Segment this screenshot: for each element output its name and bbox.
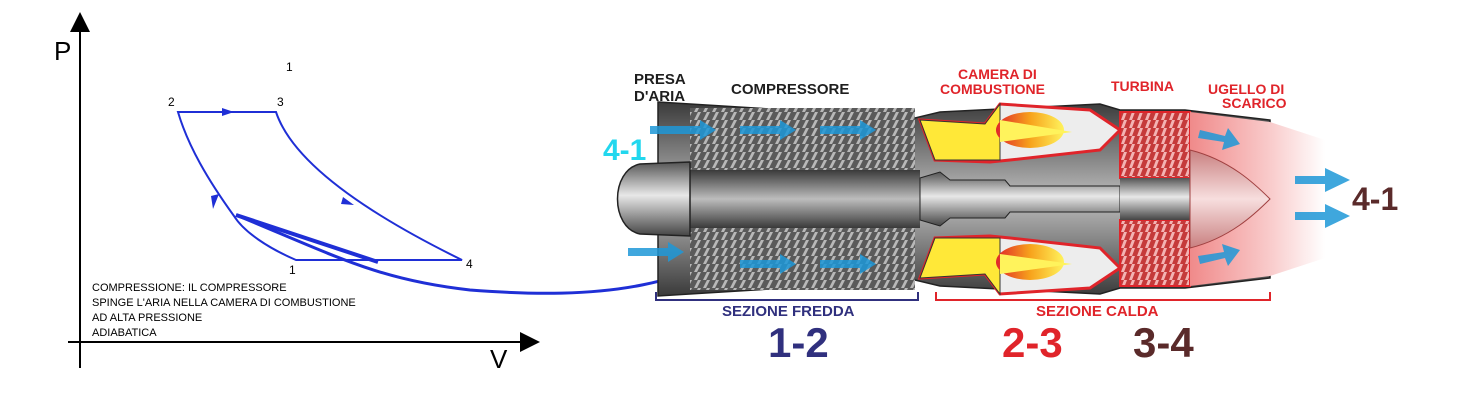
process-caption: COMPRESSIONE: IL COMPRESSORE SPINGE L'AR…	[92, 282, 356, 339]
point-label-1-top: 1	[286, 60, 293, 74]
point-label-1: 1	[289, 263, 296, 277]
point-label-3: 3	[277, 95, 284, 109]
phase-exhaust-label: 4-1	[1352, 181, 1398, 217]
brayton-cycle-loop	[176, 111, 463, 261]
caption-line-2: SPINGE L'ARIA NELLA CAMERA DI COMBUSTION…	[92, 297, 356, 309]
exhaust-cone	[1189, 149, 1271, 249]
cold-section-bracket	[655, 292, 919, 301]
combustion-chamber-bottom	[917, 234, 1123, 296]
phase-intake-label: 4-1	[603, 134, 646, 167]
v-axis-label: V	[490, 344, 508, 374]
caption-line-4: ADIABATICA	[92, 327, 157, 339]
caption-line-3: AD ALTA PRESSIONE	[92, 312, 202, 324]
phase-expansion-label: 3-4	[1133, 319, 1194, 366]
cycle-arrow-3-4	[341, 197, 354, 205]
compressor-label: COMPRESSORE	[731, 81, 849, 98]
phase-compression-label: 1-2	[768, 319, 829, 366]
nozzle-label-line-1: UGELLO DI	[1208, 81, 1284, 97]
compressor-blades-top	[690, 108, 915, 170]
jet-engine: PRESA D'ARIA COMPRESSORE CAMERA DI COMBU…	[603, 66, 1398, 366]
hot-section-bracket	[935, 292, 1271, 301]
turbine-blades-bottom	[1119, 219, 1191, 287]
intake-label-line-1: PRESA	[634, 71, 686, 88]
turbine-blades-top	[1119, 111, 1191, 179]
compressor-drum	[690, 170, 920, 228]
intake-spinner	[616, 161, 691, 237]
combustion-label-line-2: COMBUSTIONE	[940, 81, 1045, 97]
nozzle-label-line-2: SCARICO	[1222, 95, 1287, 111]
turbine-label: TURBINA	[1111, 78, 1174, 94]
phase-combustion-label: 2-3	[1002, 319, 1063, 366]
p-axis-label: P	[54, 36, 71, 66]
hot-section-label: SEZIONE CALDA	[1036, 303, 1159, 320]
turbine-hub	[1120, 178, 1190, 220]
point-label-2: 2	[168, 95, 175, 109]
combustion-label-line-1: CAMERA DI	[958, 66, 1037, 82]
compressor-blades-bottom	[690, 228, 915, 290]
cold-section-label: SEZIONE FREDDA	[722, 303, 855, 320]
cycle-arrow-1-2	[211, 194, 219, 209]
compression-highlight	[235, 213, 379, 264]
airflow-arrows	[628, 120, 1350, 274]
intake-label-line-2: D'ARIA	[634, 88, 685, 105]
pv-diagram: P V 1 2 3 4 1 COMPRESSIONE: IL COMPRESSO…	[54, 12, 777, 374]
combustion-chamber-top	[917, 102, 1123, 164]
cycle-arrow-2-3	[222, 108, 234, 116]
caption-line-1: COMPRESSIONE: IL COMPRESSORE	[92, 282, 287, 294]
point-label-4: 4	[466, 257, 473, 271]
